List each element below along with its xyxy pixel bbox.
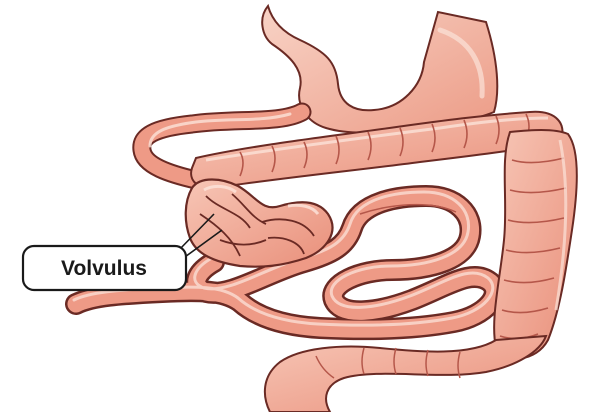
descending-colon (494, 130, 577, 358)
volvulus-twist (186, 180, 333, 267)
callout-label: Volvulus (61, 257, 147, 280)
sigmoid-colon (265, 336, 546, 412)
callout-box: Volvulus (23, 246, 186, 290)
